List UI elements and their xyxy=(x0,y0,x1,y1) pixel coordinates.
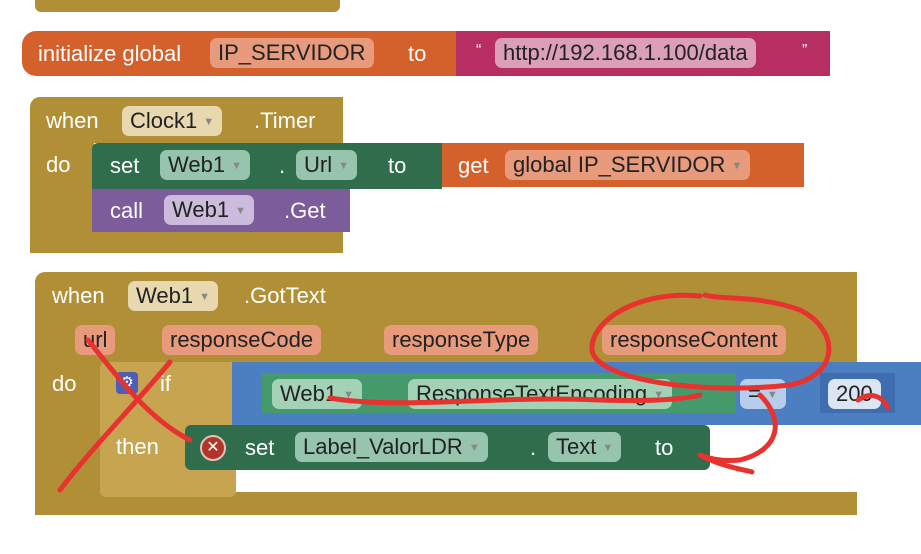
dropdown-arrow-icon: ▼ xyxy=(231,160,242,173)
web1-component-dropdown[interactable]: Web1 ▼ xyxy=(128,281,218,311)
property-name: Url xyxy=(304,152,333,177)
if-label: if xyxy=(160,371,171,396)
dropdown-arrow-icon: ▼ xyxy=(766,389,778,402)
dot-label: . xyxy=(279,153,286,178)
when-label: when xyxy=(52,283,105,308)
dropdown-arrow-icon: ▼ xyxy=(653,389,665,402)
web1-component-dropdown[interactable]: Web1 ▼ xyxy=(272,379,362,409)
when-label: when xyxy=(46,108,99,133)
dropdown-arrow-icon: ▼ xyxy=(602,442,614,455)
open-quote: “ xyxy=(476,42,482,59)
component-name: Web1 xyxy=(172,197,230,222)
global-var-name-field[interactable]: IP_SERVIDOR xyxy=(210,38,374,68)
operator-dropdown[interactable]: =▼ xyxy=(740,379,786,409)
dropdown-arrow-icon: ▼ xyxy=(199,291,210,304)
var-name: global IP_SERVIDOR xyxy=(513,152,726,177)
dropdown-arrow-icon: ▼ xyxy=(235,205,246,218)
method-name: .Get xyxy=(284,198,326,223)
to-label: to xyxy=(655,435,674,460)
url-property-dropdown[interactable]: Url ▼ xyxy=(296,150,357,180)
dropdown-arrow-icon: ▼ xyxy=(338,160,349,173)
init-label: initialize global xyxy=(38,41,182,66)
do-label: do xyxy=(52,371,77,396)
dot-label: . xyxy=(530,435,537,460)
param-url[interactable]: url xyxy=(75,325,116,355)
web1-component-dropdown[interactable]: Web1 ▼ xyxy=(164,195,254,225)
dropdown-arrow-icon: ▼ xyxy=(343,389,354,402)
to-label: to xyxy=(408,41,427,66)
close-quote: ” xyxy=(802,42,808,59)
param-response-type[interactable]: responseType xyxy=(384,325,539,355)
event-name: .GotText xyxy=(244,283,326,308)
global-var-dropdown[interactable]: global IP_SERVIDOR ▼ xyxy=(505,150,751,180)
mutator-gear-icon[interactable]: ⚙ xyxy=(116,372,138,394)
number-value-field[interactable]: 200 xyxy=(828,379,881,409)
set-web1-url-block[interactable] xyxy=(92,143,442,189)
text-property-dropdown[interactable]: Text ▼ xyxy=(548,432,622,462)
partial-block-top[interactable] xyxy=(35,0,340,12)
clock-component-dropdown[interactable]: Clock1 ▼ xyxy=(122,106,223,136)
call-label: call xyxy=(110,198,144,223)
dropdown-arrow-icon: ▼ xyxy=(731,160,743,173)
operator: = xyxy=(748,381,761,406)
param-response-code[interactable]: responseCode xyxy=(162,325,322,355)
then-label: then xyxy=(116,434,159,459)
property-name: Text xyxy=(556,434,597,459)
dropdown-arrow-icon: ▼ xyxy=(203,116,215,129)
set-label: set xyxy=(245,435,275,460)
do-label: do xyxy=(46,152,71,177)
component-name: Web1 xyxy=(136,283,194,308)
label-component-dropdown[interactable]: Label_ValorLDR ▼ xyxy=(295,432,488,462)
component-name: Label_ValorLDR xyxy=(303,434,463,459)
get-label: get xyxy=(458,153,489,178)
component-name: Web1 xyxy=(168,152,226,177)
clock-component-name: Clock1 xyxy=(130,108,198,133)
component-name: Web1 xyxy=(280,381,338,406)
event-name: .Timer xyxy=(254,108,316,133)
param-response-content[interactable]: responseContent xyxy=(602,325,786,355)
web1-component-dropdown[interactable]: Web1 ▼ xyxy=(160,150,250,180)
string-value-field[interactable]: http://192.168.1.100/data xyxy=(495,38,756,68)
property-dropdown[interactable]: ResponseTextEncoding ▼ xyxy=(408,379,673,409)
error-icon[interactable]: ✕ xyxy=(200,435,226,461)
dropdown-arrow-icon: ▼ xyxy=(468,442,480,455)
property-name: ResponseTextEncoding xyxy=(416,381,648,406)
set-label: set xyxy=(110,153,140,178)
to-label: to xyxy=(388,153,407,178)
